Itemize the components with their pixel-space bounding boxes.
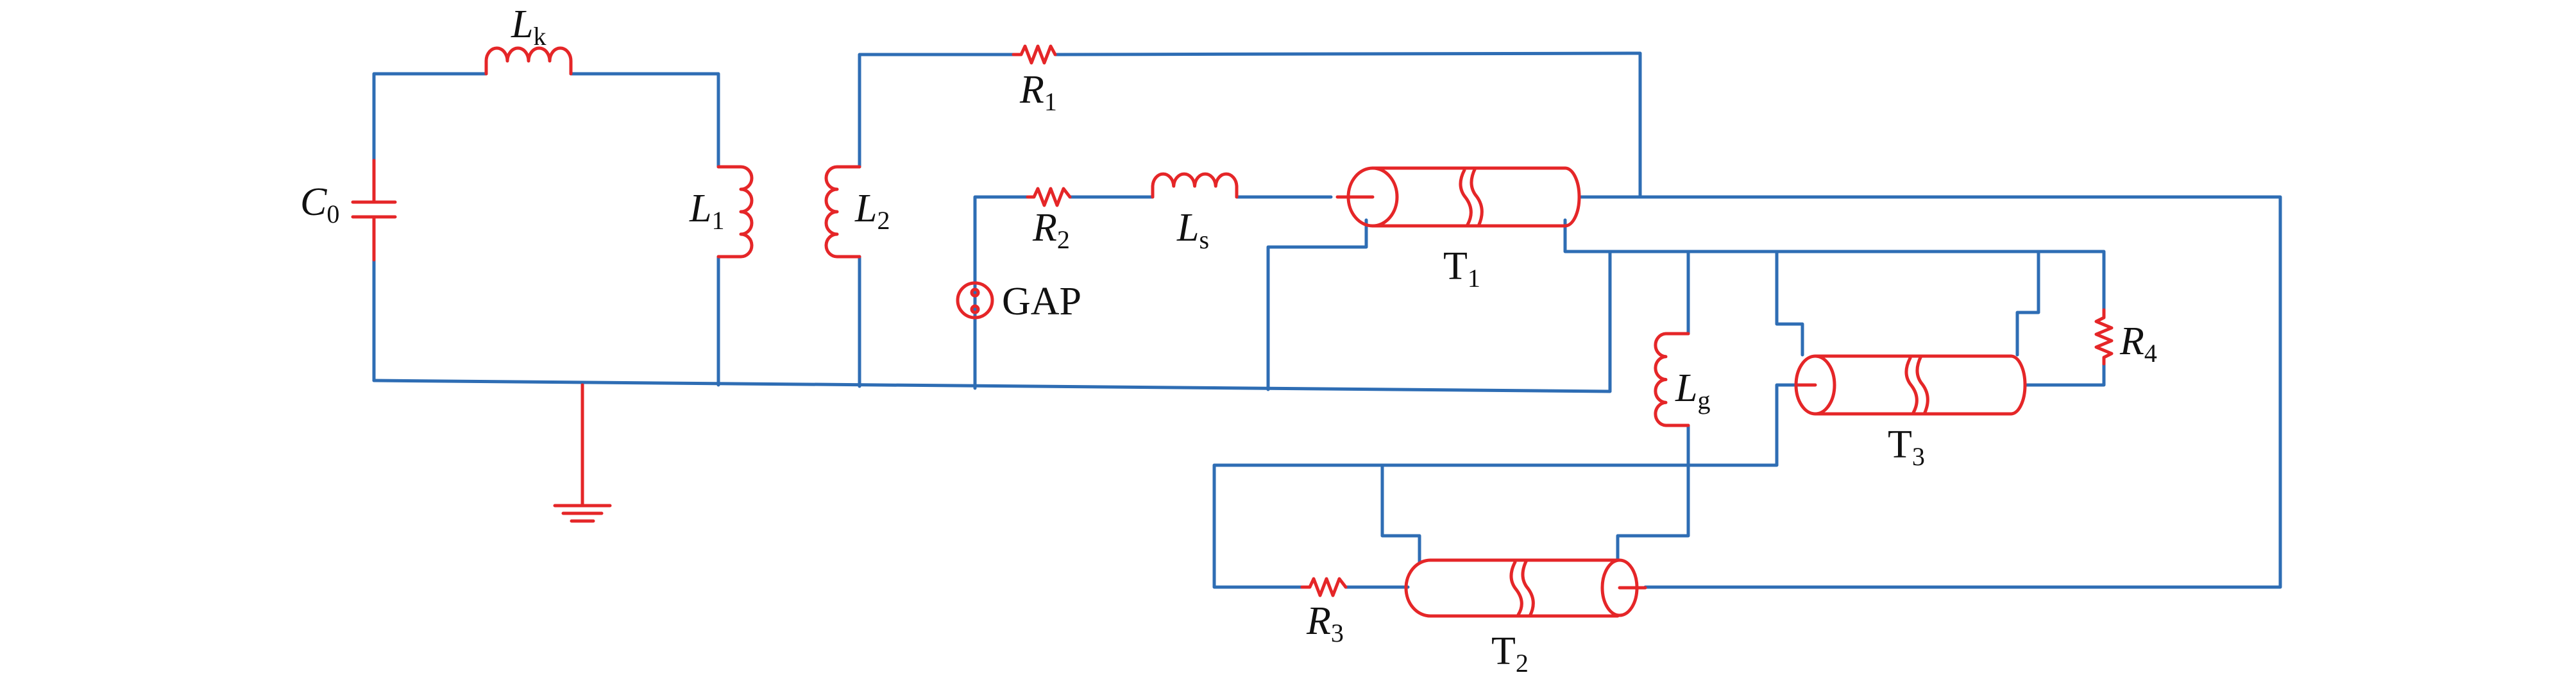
inductor-ls xyxy=(1151,172,1239,199)
label-r1: R1 xyxy=(1019,68,1057,116)
wire-t1-out-long xyxy=(1579,195,2282,589)
label-c0: C0 xyxy=(300,180,339,228)
resistor-r1 xyxy=(1012,44,1057,65)
wire-t3-r4 xyxy=(2023,362,2106,387)
wire-lk-l1 xyxy=(569,72,720,169)
label-r4: R4 xyxy=(2119,320,2157,368)
resistor-r2 xyxy=(1026,187,1072,207)
label-t3: T3 xyxy=(1888,423,1925,471)
wire-gap-r2 xyxy=(973,195,1030,390)
wire-t1-shield-ground xyxy=(1266,218,1368,391)
spark-gap xyxy=(956,281,994,320)
label-l2: L2 xyxy=(854,187,890,235)
wire-t3-right-shield xyxy=(2015,250,2040,357)
label-r3: R3 xyxy=(1306,599,1344,647)
label-r2: R2 xyxy=(1032,206,1070,254)
inductor-lk xyxy=(484,46,573,76)
wire-t3-left-shield xyxy=(1775,250,1804,357)
wire-l2-up xyxy=(858,53,1015,169)
wire-r1-right xyxy=(1053,51,1642,198)
wire-lg-bottom xyxy=(1616,423,1690,562)
ground-icon xyxy=(553,383,612,523)
wire-c0-lk xyxy=(372,72,488,162)
label-gap: GAP xyxy=(1002,280,1081,323)
transmission-line-t3 xyxy=(1794,354,2027,416)
transmission-line-t2 xyxy=(1404,558,1647,618)
transmission-line-t1 xyxy=(1335,166,1581,228)
wire-t3-in xyxy=(1212,383,1801,589)
wire-t1-right-bus xyxy=(1563,218,2106,312)
label-t1: T1 xyxy=(1443,244,1480,293)
resistor-r3 xyxy=(1300,577,1348,597)
label-l1: L1 xyxy=(689,187,724,235)
wire-t2-left-shield xyxy=(1380,463,1421,565)
label-lk: Lk xyxy=(511,3,546,51)
wiring xyxy=(372,51,2282,589)
inductor-l2 xyxy=(824,165,861,259)
inductor-lg xyxy=(1654,332,1690,427)
label-ls: Ls xyxy=(1176,206,1209,254)
ground-rail xyxy=(372,250,1612,393)
label-t2: T2 xyxy=(1491,629,1529,678)
label-lg: Lg xyxy=(1675,366,1710,415)
capacitor-c0 xyxy=(351,158,397,262)
inductor-l1 xyxy=(716,165,754,259)
resistor-r4 xyxy=(2094,308,2114,366)
